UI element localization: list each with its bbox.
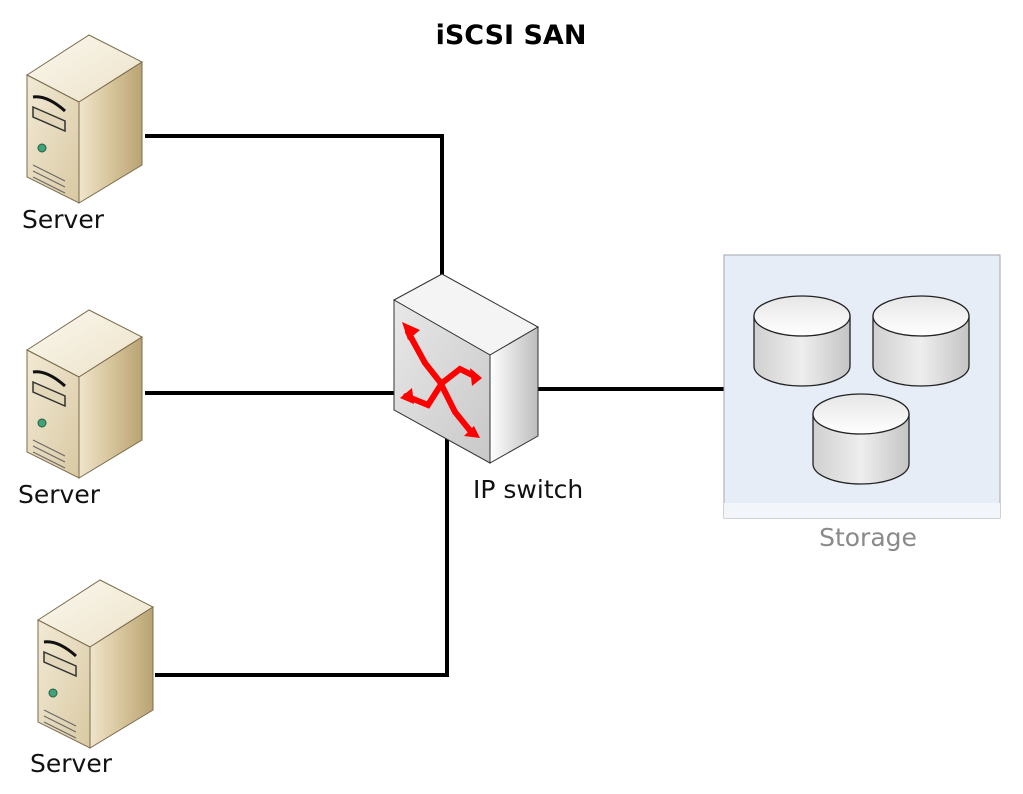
connections [145, 134, 725, 677]
server-icon [36, 578, 155, 750]
disk-icon [872, 295, 970, 387]
link-server-3-switch [155, 437, 449, 677]
switching-arrows-icon [403, 329, 479, 436]
ip-switch[interactable]: IP switch [392, 273, 583, 504]
server-2[interactable]: Server [18, 308, 144, 509]
diagram-title: iSCSI SAN [436, 20, 587, 51]
server-3-label: Server [30, 749, 113, 778]
server-3[interactable]: Server [30, 578, 155, 778]
switch-icon [392, 273, 540, 464]
storage-label: Storage [819, 523, 917, 552]
switch-label: IP switch [473, 475, 583, 504]
server-1[interactable]: Server [22, 33, 144, 234]
server-2-label: Server [18, 480, 101, 509]
link-server-1-switch [145, 134, 444, 276]
server-icon [25, 33, 144, 205]
server-1-label: Server [22, 205, 105, 234]
storage[interactable]: Storage [723, 254, 1001, 552]
server-icon [25, 308, 144, 480]
disk-icon [812, 393, 910, 485]
storage-footer-strip [724, 503, 1000, 518]
disk-icon [753, 295, 851, 387]
